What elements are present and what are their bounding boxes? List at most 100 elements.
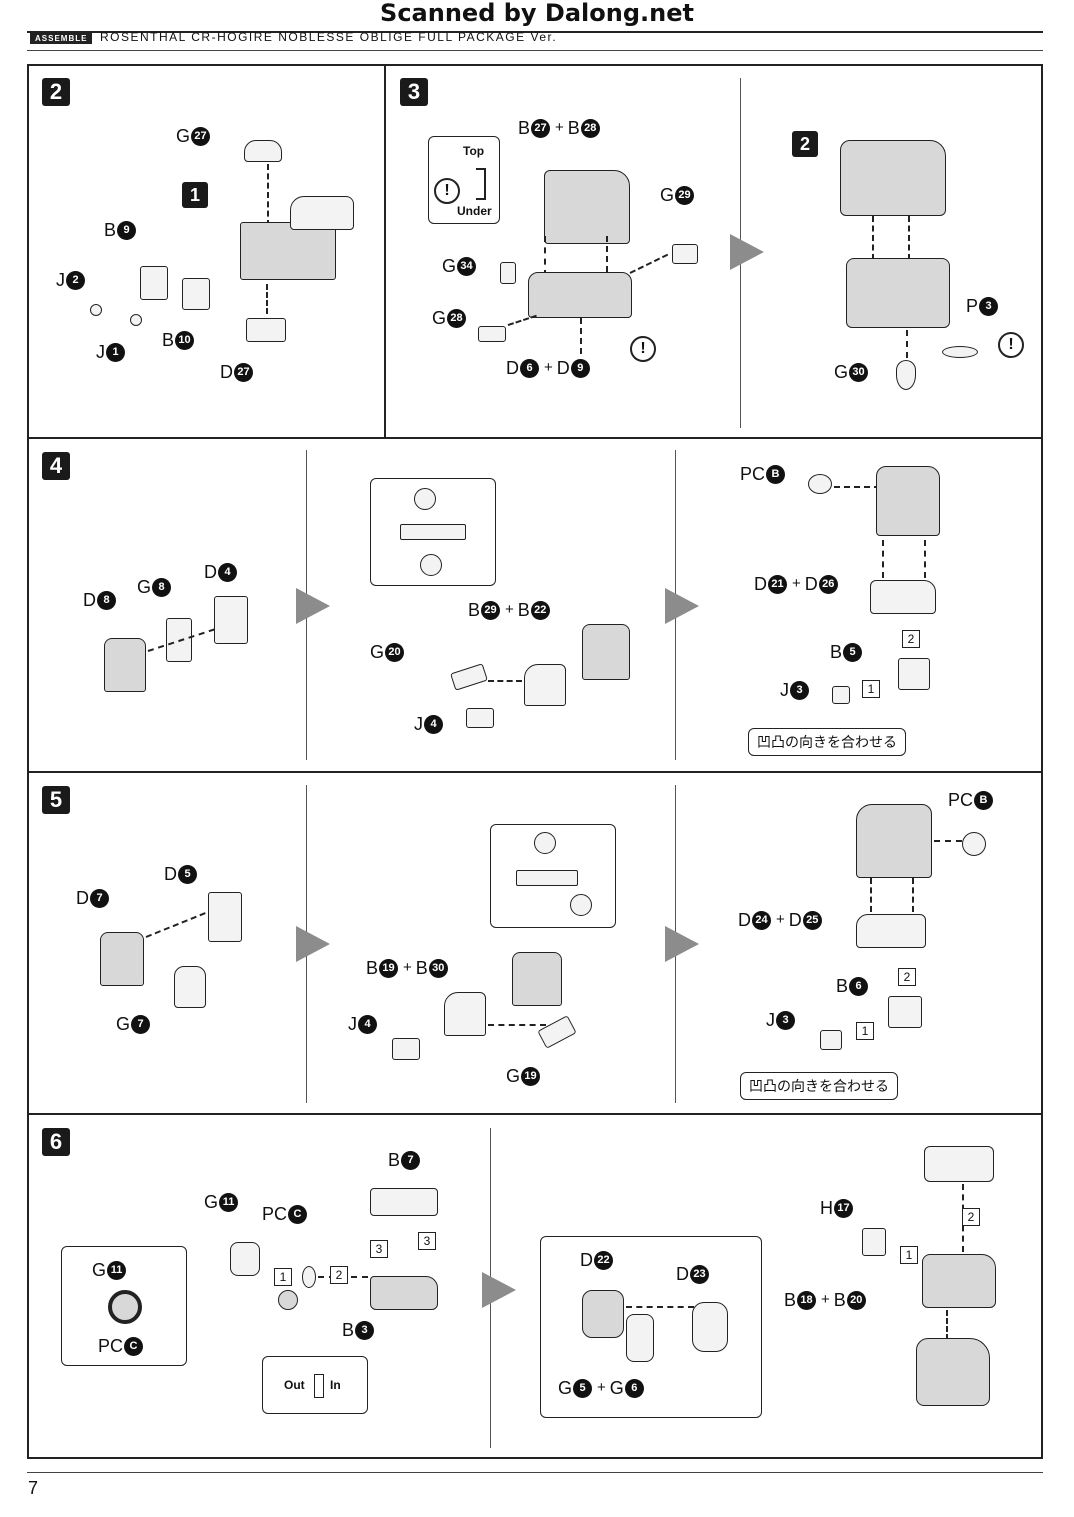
subassembly-badge: 1 xyxy=(182,182,208,208)
guide-line xyxy=(906,330,908,358)
row-divider xyxy=(27,437,1043,439)
order-marker: 2 xyxy=(902,630,920,648)
guide-line xyxy=(912,878,914,912)
part-g11-shape xyxy=(230,1242,260,1276)
guide-line xyxy=(882,540,884,578)
orientation-part-icon xyxy=(476,168,486,200)
order-marker: 3 xyxy=(370,1240,388,1258)
part-b30-shape xyxy=(512,952,562,1006)
part-d27-shape xyxy=(246,318,286,342)
part-d4-shape xyxy=(214,596,248,644)
guide-line xyxy=(924,540,926,578)
part-j4-shape xyxy=(466,708,494,728)
part-g34-shape xyxy=(500,262,516,284)
cut-point-icon xyxy=(414,488,436,510)
callout-part-shape xyxy=(400,524,466,540)
cut-point-icon xyxy=(278,1290,298,1310)
assembly-joint xyxy=(916,1338,990,1406)
flow-arrow-icon xyxy=(296,588,330,624)
assembly-lower-body xyxy=(528,272,632,318)
part-d23-shape xyxy=(692,1302,728,1352)
guide-line xyxy=(488,680,522,682)
guide-line xyxy=(626,1306,694,1308)
order-marker: 2 xyxy=(330,1266,348,1284)
part-d22-shape xyxy=(582,1290,624,1338)
row-divider xyxy=(27,1113,1043,1115)
part-j4-shape xyxy=(392,1038,420,1060)
guide-line xyxy=(934,840,962,842)
part-pcb-shape xyxy=(808,474,832,494)
part-b5-shape xyxy=(898,658,930,690)
guide-line xyxy=(544,236,546,276)
assembly-hip xyxy=(922,1254,996,1308)
flow-arrow-icon xyxy=(730,234,764,270)
warning-icon: ! xyxy=(998,332,1024,358)
part-b7-shape xyxy=(370,1188,438,1216)
part-g27-shape xyxy=(244,140,282,162)
part-j3-shape xyxy=(820,1030,842,1050)
guide-line xyxy=(834,486,880,488)
flow-arrow-icon xyxy=(665,926,699,962)
guide-line xyxy=(908,216,910,260)
part-b19-shape xyxy=(444,992,486,1036)
step-number-badge: 5 xyxy=(42,786,70,814)
part-d5-shape xyxy=(208,892,242,942)
part-b9-shape xyxy=(140,266,168,300)
guide-line xyxy=(488,1024,546,1026)
top-label: Top xyxy=(463,144,485,158)
step-number-badge: 2 xyxy=(42,78,70,106)
warning-icon: ! xyxy=(434,178,460,204)
flow-arrow-icon xyxy=(665,588,699,624)
part-g5-g6-shape xyxy=(626,1314,654,1362)
alignment-note: 凹凸の向きを合わせる xyxy=(740,1072,898,1100)
order-marker: 1 xyxy=(274,1268,292,1286)
order-marker: 2 xyxy=(962,1208,980,1226)
guide-line xyxy=(266,284,268,314)
part-b6-shape xyxy=(888,996,922,1028)
part-b29-shape xyxy=(524,664,566,706)
assembly-body xyxy=(240,222,336,280)
assembly-thruster xyxy=(290,196,354,230)
flow-arrow-icon xyxy=(296,926,330,962)
part-j3-shape xyxy=(832,686,850,704)
order-marker: 3 xyxy=(418,1232,436,1250)
callout-part-shape xyxy=(516,870,578,886)
part-g29-shape xyxy=(672,244,698,264)
step-number-badge: 3 xyxy=(400,78,428,106)
assembly-upper-body xyxy=(544,170,630,244)
part-pcc-shape xyxy=(302,1266,316,1288)
step-number-badge: 4 xyxy=(42,452,70,480)
under-label: Under xyxy=(457,204,492,218)
